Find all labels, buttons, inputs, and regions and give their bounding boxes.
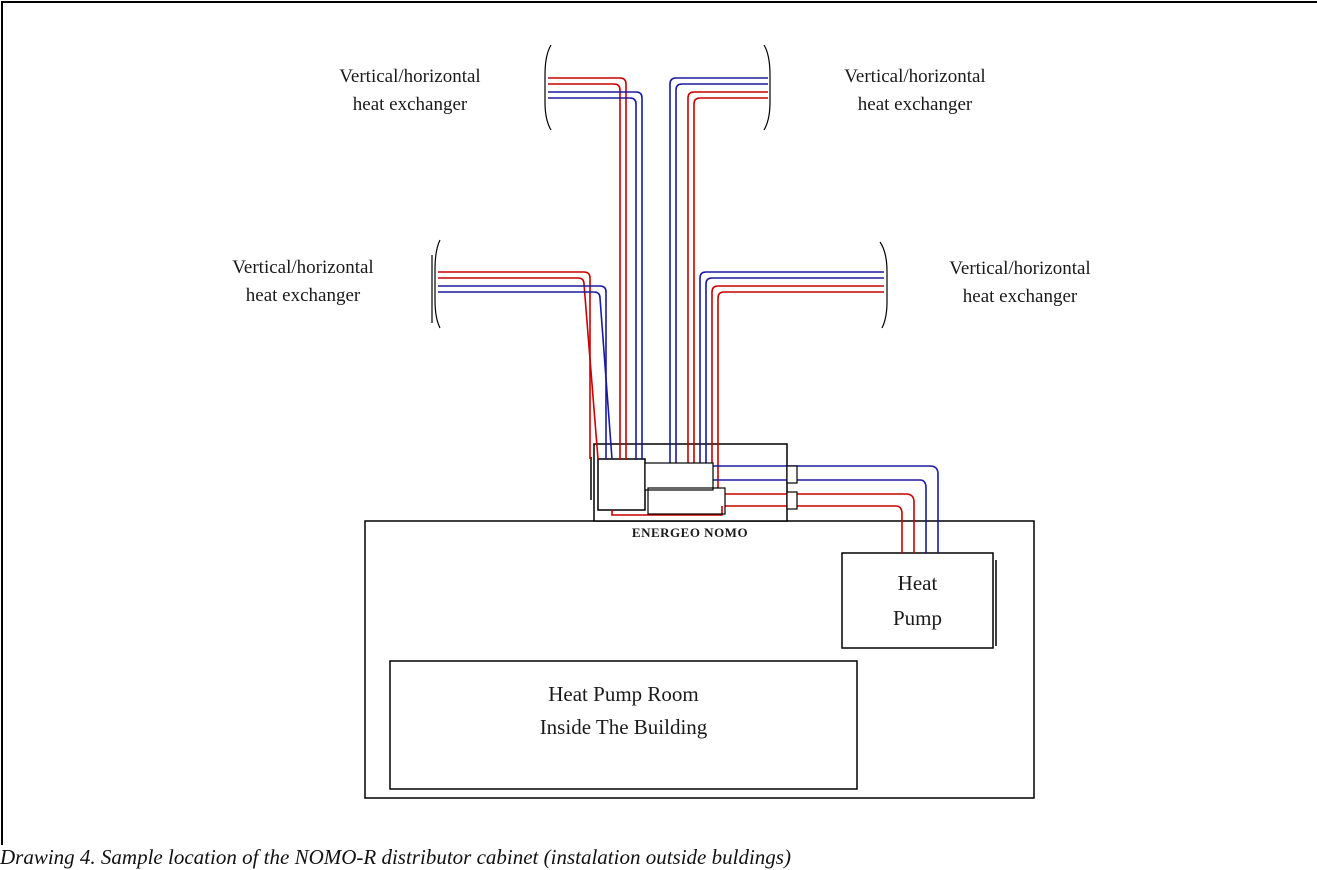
pipe-top-left-supply-inner bbox=[548, 83, 621, 460]
outer-frame bbox=[1, 1, 1317, 845]
pipe-top-right-supply-outer bbox=[687, 91, 768, 463]
pipe-hp-supply-outer bbox=[725, 493, 915, 553]
pipe-top-left-return-inner bbox=[548, 97, 637, 460]
pipe-mid-left-supply-outer bbox=[438, 271, 591, 459]
building-label: ENERGEO NOMO bbox=[631, 525, 749, 540]
pipe-top-right-return-outer bbox=[669, 77, 768, 463]
pipe-mid-right-return-outer bbox=[699, 271, 884, 463]
heat-pump-label: Heat Pump bbox=[892, 571, 942, 630]
supply-valve bbox=[786, 491, 798, 510]
pipe-cabinet-supply-loop bbox=[611, 506, 723, 516]
cabinet-manifold bbox=[597, 458, 646, 511]
pipe-hp-supply-inner bbox=[725, 505, 903, 553]
pipe-mid-right-return-inner bbox=[705, 277, 884, 463]
pipe-hp-return-outer bbox=[713, 465, 939, 553]
pipe-mid-right-supply-outer bbox=[711, 285, 884, 488]
bracket-top-right bbox=[763, 44, 771, 131]
figure-caption: Drawing 4. Sample location of the NOMO-R… bbox=[0, 845, 791, 869]
building-box bbox=[364, 520, 1035, 799]
pipe-top-right-return-inner bbox=[675, 83, 768, 463]
pipe-top-left-return-outer bbox=[548, 91, 643, 460]
bracket-mid-left bbox=[434, 239, 441, 329]
pipe-mid-left-return-inner bbox=[438, 291, 613, 460]
heat-pump-box bbox=[841, 552, 994, 649]
pipe-network bbox=[438, 77, 939, 553]
bracket-top-left bbox=[544, 44, 552, 131]
supply-collector bbox=[647, 487, 726, 515]
pipe-hp-return-inner bbox=[713, 479, 927, 553]
pipe-mid-right-supply-inner bbox=[717, 291, 884, 488]
heat-pump-room-label: Heat Pump Room Inside The Building bbox=[539, 682, 708, 739]
pipe-top-right-supply-inner bbox=[693, 97, 768, 463]
bracket-mid-right bbox=[879, 241, 888, 329]
pipe-top-left-supply-outer bbox=[548, 77, 627, 460]
heat-pump-room-box bbox=[389, 660, 858, 790]
pipe-mid-left-supply-inner bbox=[438, 277, 599, 460]
pipe-mid-left-return-outer bbox=[438, 285, 607, 459]
return-collector bbox=[644, 462, 714, 491]
return-valve bbox=[786, 465, 798, 484]
